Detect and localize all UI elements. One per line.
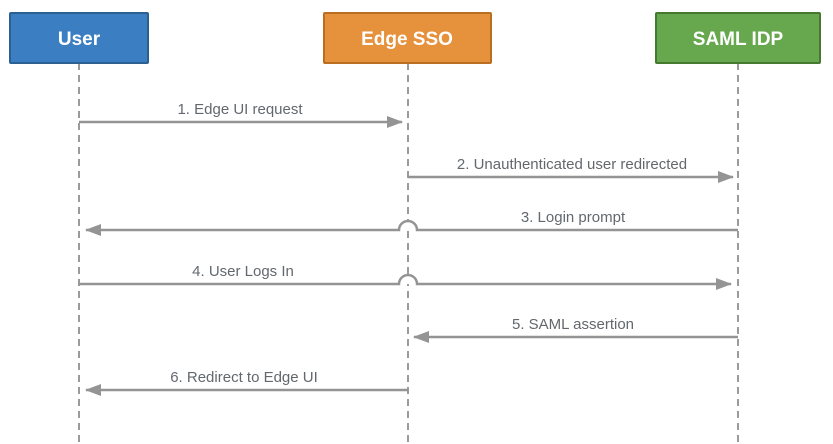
message-label-5: 5. SAML assertion <box>512 316 634 333</box>
message-label-6: 6. Redirect to Edge UI <box>170 369 318 386</box>
actor-user: User <box>9 12 149 64</box>
actor-label-saml-idp: SAML IDP <box>693 29 784 50</box>
actor-box-user <box>9 12 149 64</box>
actor-label-edge-sso: Edge SSO <box>361 29 453 50</box>
actor-box-saml-idp <box>655 12 821 64</box>
message-arrow-3 <box>85 219 738 236</box>
message-label-2: 2. Unauthenticated user redirected <box>457 156 687 173</box>
actor-box-edge-sso <box>323 12 492 64</box>
message-arrow-4 <box>79 273 732 290</box>
message-label-1: 1. Edge UI request <box>177 101 303 118</box>
actor-label-user: User <box>58 29 101 50</box>
message-label-4: 4. User Logs In <box>192 263 294 280</box>
actor-saml-idp: SAML IDP <box>655 12 821 64</box>
message-label-3: 3. Login prompt <box>521 209 626 226</box>
actor-edge-sso: Edge SSO <box>323 12 492 64</box>
